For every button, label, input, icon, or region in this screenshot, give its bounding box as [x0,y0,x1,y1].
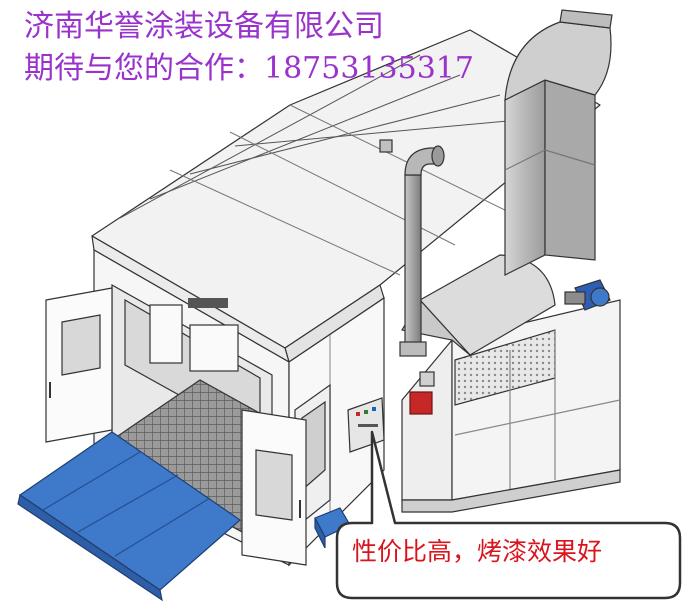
entry-ramp-icon [17,431,241,602]
thin-exhaust-pipe [379,139,445,357]
contact-line: 期待与您的合作：18753135317 [24,51,474,86]
callout-bubble [335,430,682,600]
air-handling-unit [401,299,621,513]
callout-text: 性价比高，烤漆效果好 [352,537,603,566]
fan-motor-icon [564,279,611,311]
right-door [241,409,307,566]
left-door [45,287,113,443]
exhaust-chimney-icon [504,9,613,276]
company-name: 济南华誉涂装设备有限公司 [24,9,384,44]
control-box-icon [347,397,385,453]
